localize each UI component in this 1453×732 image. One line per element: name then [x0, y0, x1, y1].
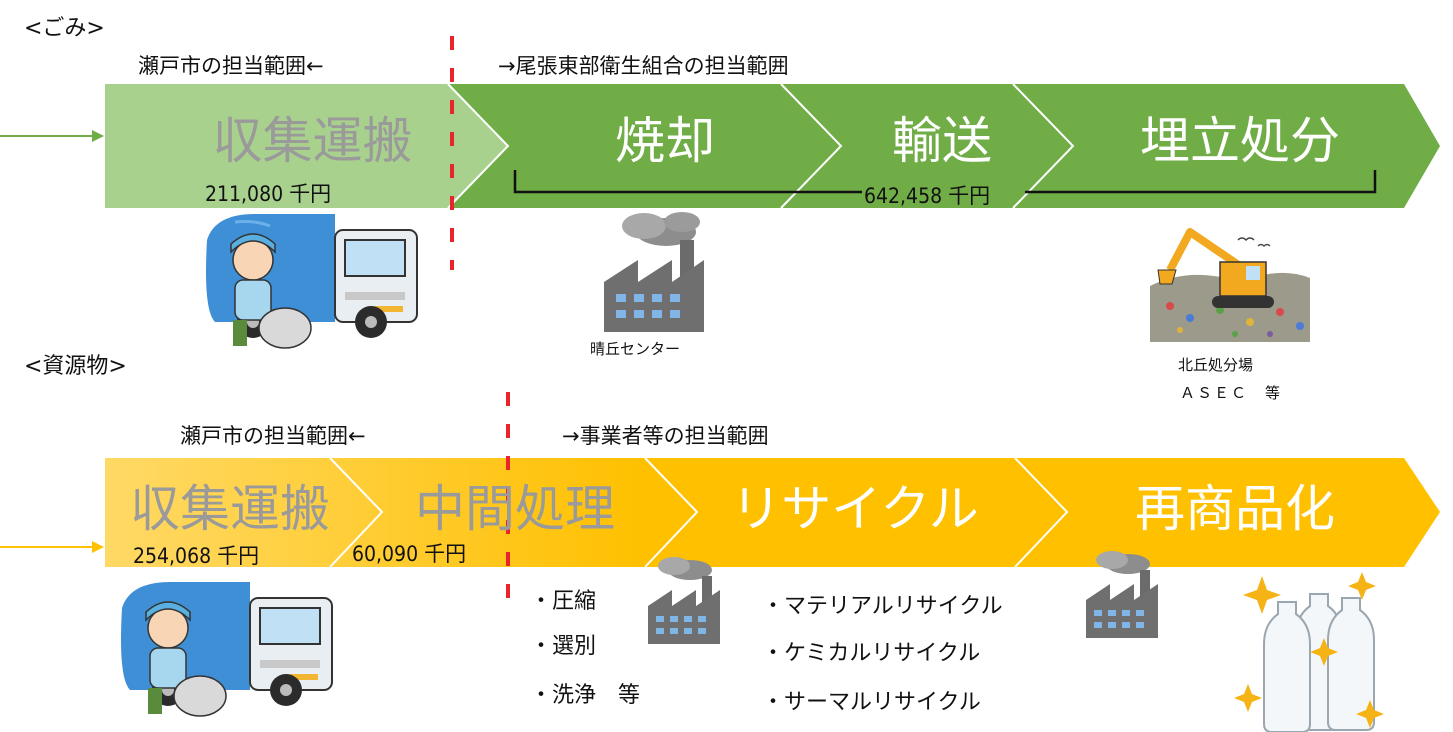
processing-item: ・圧縮: [530, 589, 597, 614]
landfill-label-asec: ＡＳＥＣ 等: [1180, 384, 1283, 402]
step-recommercialization: 再商品化: [1135, 480, 1335, 538]
resource-input-arrowhead: [92, 541, 104, 553]
garbage-input-arrowhead: [92, 130, 104, 142]
union-cost-bracket-right: [1025, 170, 1377, 194]
resource-city-gradient: [105, 458, 645, 567]
step-collection-transport: 収集運搬: [212, 112, 413, 170]
garbage-section-heading: <ごみ>: [24, 16, 105, 41]
plastic-bottles-icon: [1234, 572, 1384, 732]
resource-section-heading: <資源物>: [24, 354, 127, 379]
operator-scope-label: →事業者等の担当範囲: [562, 424, 769, 448]
landfill-label: 北丘処分場: [1178, 356, 1254, 374]
incinerator-label: 晴丘センター: [590, 340, 681, 358]
step-resource-collection: 収集運搬: [130, 480, 330, 538]
step-incineration: 焼却: [615, 112, 715, 170]
garbage-collection-segment: [105, 84, 508, 208]
union-cost-bracket-left: [513, 170, 862, 194]
garbage-truck-icon: [121, 582, 333, 717]
excavator-landfill-icon: [1150, 228, 1310, 342]
recycling-item: ・サーマルリサイクル: [762, 690, 981, 715]
processing-item: ・選別: [530, 634, 597, 659]
processing-cost: 60,090 千円: [352, 542, 467, 566]
resource-collection-cost: 254,068 千円: [133, 544, 260, 568]
city-scope-label: 瀬戸市の担当範囲←: [138, 54, 324, 78]
factory-icon: [648, 557, 720, 644]
resource-flow-arrow: [0, 457, 1440, 568]
step-intermediate-processing: 中間処理: [415, 480, 615, 538]
step-transport: 輸送: [892, 112, 992, 170]
processing-item: ・洗浄 等: [530, 683, 641, 708]
resource-city-scope-label: 瀬戸市の担当範囲←: [180, 424, 366, 448]
garbage-flow-arrow: [0, 83, 1440, 209]
step-recycling: リサイクル: [731, 480, 979, 538]
union-scope-label: →尾張東部衛生組合の担当範囲: [498, 54, 789, 78]
factory-icon: [1086, 551, 1158, 638]
union-cost: 642,458 千円: [864, 184, 991, 208]
recycling-item: ・マテリアルリサイクル: [762, 594, 1003, 619]
recycling-item: ・ケミカルリサイクル: [762, 641, 981, 666]
garbage-collection-cost: 211,080 千円: [205, 182, 332, 206]
factory-icon: [604, 212, 704, 332]
garbage-truck-icon: [206, 214, 418, 349]
step-landfill-disposal: 埋立処分: [1140, 112, 1340, 170]
